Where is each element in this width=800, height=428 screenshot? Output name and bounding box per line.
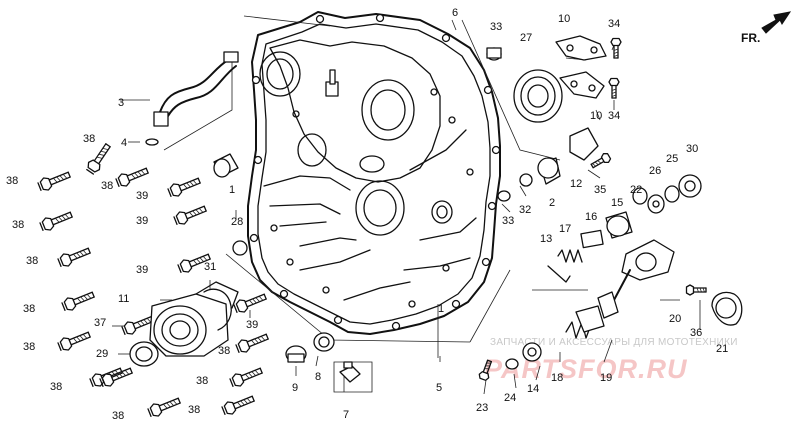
- callout-36: 36: [690, 327, 702, 339]
- callout-38j: 38: [218, 345, 230, 357]
- callout-13: 13: [540, 233, 552, 245]
- callout-38i: 38: [112, 410, 124, 422]
- callout-20: 20: [669, 313, 681, 325]
- callout-9: 9: [292, 382, 298, 394]
- callout-12: 12: [570, 178, 582, 190]
- callout-labels: 1 1 2 3 4 5 6 7 8 9 10 10 11 12 13 14 15…: [6, 7, 728, 422]
- drain-plugs: [285, 332, 373, 393]
- callout-35: 35: [594, 184, 606, 196]
- callout-39c: 39: [136, 264, 148, 276]
- breather-hose: [145, 51, 239, 146]
- callout-38l: 38: [188, 404, 200, 416]
- callout-4: 4: [121, 137, 127, 149]
- callout-30: 30: [686, 143, 698, 155]
- bearing-and-brackets: [486, 35, 622, 123]
- callout-38g: 38: [23, 341, 35, 353]
- callout-38b: 38: [6, 175, 18, 187]
- callout-39a: 39: [136, 190, 148, 202]
- callout-24: 24: [504, 392, 516, 404]
- callout-28: 28: [231, 216, 243, 228]
- callout-5: 5: [436, 382, 442, 394]
- callout-25: 25: [666, 153, 678, 165]
- callout-38d: 38: [12, 219, 24, 231]
- callout-3: 3: [118, 97, 124, 109]
- callout-16: 16: [585, 211, 597, 223]
- clutch-cylinder-assembly: [129, 281, 239, 367]
- callout-21: 21: [716, 343, 728, 355]
- callout-39b: 39: [136, 215, 148, 227]
- callout-38c: 38: [101, 180, 113, 192]
- front-direction-indicator: FR.: [741, 11, 792, 45]
- transmission-case: [247, 11, 501, 335]
- callout-22: 22: [630, 184, 642, 196]
- callout-10b: 10: [590, 110, 602, 122]
- callout-17: 17: [559, 223, 571, 235]
- callout-2: 2: [549, 197, 555, 209]
- callout-19: 19: [600, 372, 612, 384]
- callout-18: 18: [551, 372, 563, 384]
- callout-29: 29: [96, 348, 108, 360]
- callout-10a: 10: [558, 13, 570, 25]
- callout-23: 23: [476, 402, 488, 414]
- dowel-pins: [213, 153, 248, 256]
- callout-39d: 39: [246, 319, 258, 331]
- callout-1b: 1: [229, 184, 235, 196]
- callout-34b: 34: [608, 110, 620, 122]
- callout-34a: 34: [608, 18, 620, 30]
- linkage-assembly: [477, 174, 743, 382]
- watermark-logo: PARTSFOR.RU: [484, 354, 688, 384]
- callout-38f: 38: [23, 303, 35, 315]
- callout-33a: 33: [490, 21, 502, 33]
- watermark-subtitle: ЗАПЧАСТИ И АКСЕССУАРЫ ДЛЯ МОТОТЕХНИКИ: [490, 337, 738, 348]
- callout-7: 7: [343, 409, 349, 421]
- watermark: ЗАПЧАСТИ И АКСЕССУАРЫ ДЛЯ МОТОТЕХНИКИ PA…: [484, 337, 738, 384]
- callout-11: 11: [118, 293, 129, 305]
- callout-26: 26: [649, 165, 661, 177]
- callout-38h: 38: [50, 381, 62, 393]
- callout-15: 15: [611, 197, 623, 209]
- callout-38a: 38: [83, 133, 95, 145]
- callout-38e: 38: [26, 255, 38, 267]
- callout-6: 6: [452, 7, 458, 19]
- front-arrow-icon: [761, 11, 792, 34]
- callout-33b: 33: [502, 215, 514, 227]
- callout-8: 8: [315, 371, 321, 383]
- callout-37: 37: [94, 317, 106, 329]
- callout-1a: 1: [438, 303, 444, 315]
- callout-14: 14: [527, 383, 539, 395]
- callout-32: 32: [519, 204, 531, 216]
- right-side-components: [497, 127, 633, 283]
- front-label: FR.: [741, 31, 760, 45]
- callout-27: 27: [520, 32, 532, 44]
- callout-31: 31: [204, 261, 216, 273]
- callout-38k: 38: [196, 375, 208, 387]
